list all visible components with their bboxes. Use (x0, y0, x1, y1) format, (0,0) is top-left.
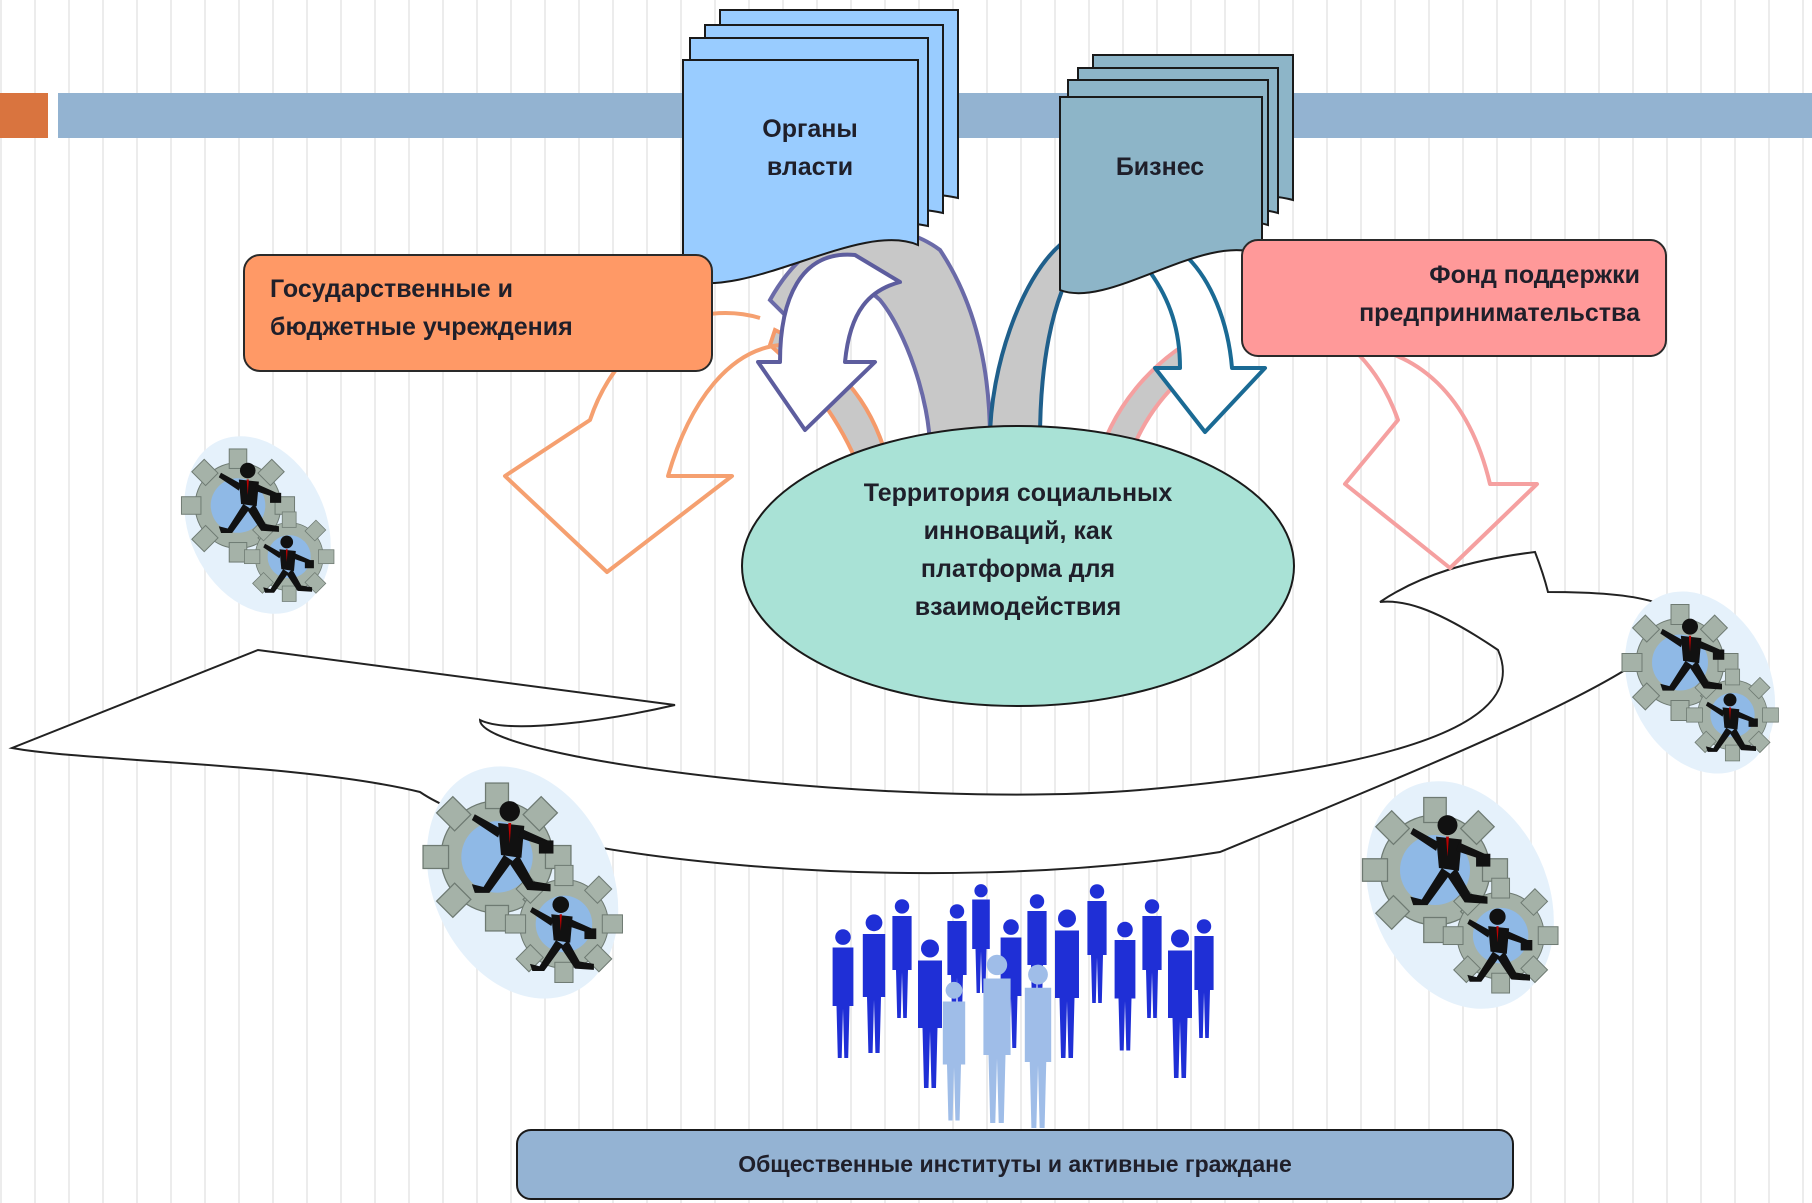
gear-businessmen-icon (156, 412, 358, 638)
support-fund-label: Фонд поддержки предпринимательства (1255, 256, 1640, 332)
platform-ellipse (741, 425, 1295, 707)
state-institutions-line2: бюджетные учреждения (270, 313, 573, 341)
citizens-bar (516, 1129, 1514, 1200)
gear-businessmen-icon (1331, 750, 1590, 1039)
authorities-line1: Органы (762, 115, 858, 143)
arrow-business-down (1148, 256, 1267, 434)
platform-line1: Территория социальных (863, 479, 1173, 507)
platform-line3: платформа для (920, 555, 1116, 583)
citizens-text: Общественные институты и активные гражда… (738, 1151, 1292, 1177)
authorities-label: Органы власти (700, 110, 920, 186)
state-institutions-label: Государственные и бюджетные учреждения (270, 270, 700, 346)
business-doc-stack (1059, 54, 1294, 295)
support-fund-box (1241, 239, 1667, 357)
platform-label: Территория социальных инноваций, как пла… (800, 474, 1236, 626)
state-institutions-line1: Государственные и (270, 275, 513, 303)
support-fund-line2: предпринимательства (1359, 299, 1640, 327)
arrow-authorities-down (756, 252, 902, 432)
people-crowd-icon (832, 884, 1214, 1128)
authorities-doc-stack (682, 9, 959, 285)
authorities-line2: власти (766, 153, 854, 181)
platform-line2: инноваций, как (923, 517, 1113, 545)
header-accent-square (0, 93, 48, 138)
business-label: Бизнес (1060, 148, 1260, 186)
citizens-label: Общественные институты и активные гражда… (517, 1145, 1513, 1183)
business-text: Бизнес (1115, 153, 1205, 181)
platform-line4: взаимодействия (914, 593, 1122, 621)
support-fund-line1: Фонд поддержки (1429, 261, 1640, 289)
state-institutions-box (243, 254, 713, 372)
